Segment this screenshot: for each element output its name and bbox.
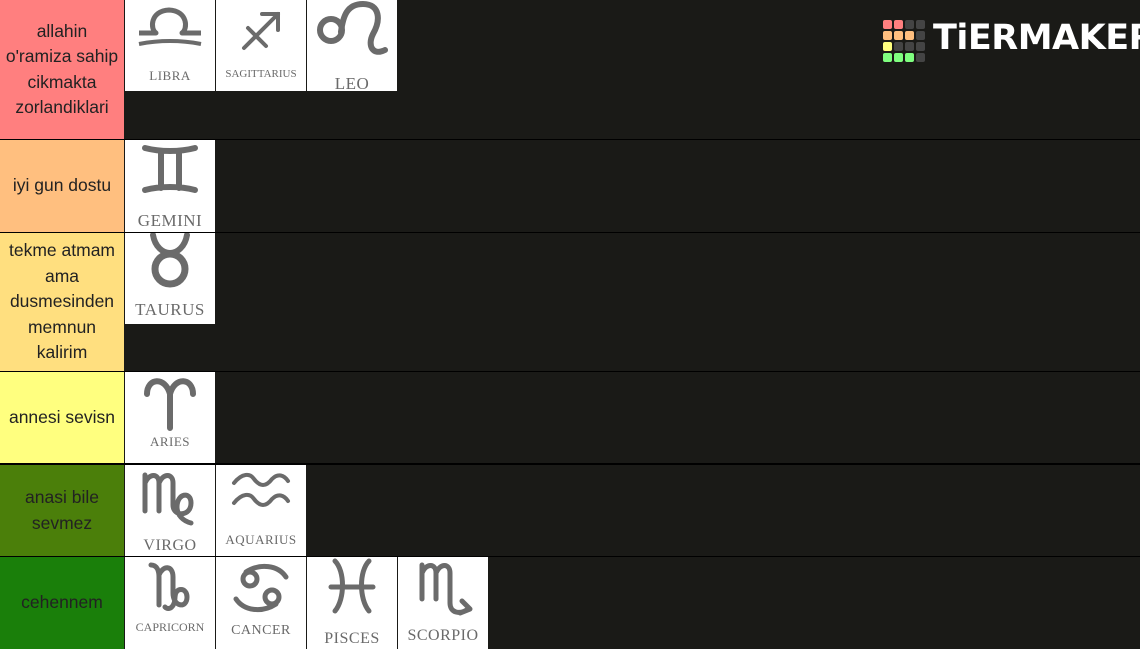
tier-items[interactable]: TAURUS bbox=[125, 233, 1140, 371]
zodiac-name: TAURUS bbox=[135, 300, 205, 319]
zodiac-card[interactable]: SAGITTARIUS bbox=[216, 0, 306, 91]
tier-label[interactable]: tekme atmam ama dusmesinden memnun kalir… bbox=[0, 233, 124, 371]
logo-text: TiERMAKER bbox=[933, 18, 1140, 58]
tier-label[interactable]: anasi bile sevmez bbox=[0, 465, 124, 556]
zodiac-name: ARIES bbox=[149, 434, 191, 449]
tier-items[interactable]: VIRGO AQUARIUS bbox=[125, 465, 1140, 556]
tier-row: tekme atmam ama dusmesinden memnun kalir… bbox=[0, 233, 1140, 371]
zodiac-card[interactable]: GEMINI bbox=[125, 140, 215, 232]
grid-logo-icon bbox=[883, 20, 927, 64]
gemini-icon bbox=[142, 145, 198, 193]
libra-icon bbox=[138, 7, 202, 46]
tier-row: allahin o'ramiza sahip cikmakta zorlandi… bbox=[0, 0, 1140, 139]
tier-label[interactable]: cehennem bbox=[0, 557, 124, 649]
zodiac-name: VIRGO bbox=[143, 537, 197, 554]
zodiac-card[interactable]: PISCES bbox=[307, 557, 397, 649]
scorpio-icon bbox=[419, 562, 473, 616]
tier-items[interactable]: CAPRICORN CANCER PISCES S bbox=[125, 557, 1140, 649]
leo-icon bbox=[317, 0, 388, 55]
zodiac-name: PISCES bbox=[324, 630, 380, 647]
zodiac-name: SCORPIO bbox=[407, 627, 479, 644]
tier-row: annesi sevisn ARIES bbox=[0, 372, 1140, 463]
zodiac-name: LEO bbox=[334, 74, 370, 91]
aquarius-icon bbox=[232, 472, 290, 507]
tier-row: iyi gun dostu GEMINI bbox=[0, 140, 1140, 232]
tiermaker-logo[interactable]: TiERMAKER bbox=[883, 18, 1140, 64]
zodiac-card[interactable]: TAURUS bbox=[125, 233, 215, 324]
aries-icon bbox=[144, 378, 196, 431]
zodiac-card[interactable]: LEO bbox=[307, 0, 397, 91]
tier-items[interactable]: ARIES bbox=[125, 372, 1140, 463]
pisces-icon bbox=[328, 558, 376, 614]
tier-label[interactable]: iyi gun dostu bbox=[0, 140, 124, 232]
zodiac-card[interactable]: VIRGO bbox=[125, 465, 215, 556]
taurus-icon bbox=[150, 233, 190, 288]
zodiac-name: LIBRA bbox=[149, 68, 191, 83]
tier-row: anasi bile sevmez VIRGO AQUARIUS bbox=[0, 465, 1140, 556]
tier-row: cehennem CAPRICORN CANCER P bbox=[0, 557, 1140, 649]
zodiac-card[interactable]: CAPRICORN bbox=[125, 557, 215, 649]
zodiac-name: GEMINI bbox=[137, 211, 203, 230]
tier-label[interactable]: allahin o'ramiza sahip cikmakta zorlandi… bbox=[0, 0, 124, 139]
zodiac-card[interactable]: LIBRA bbox=[125, 0, 215, 91]
zodiac-card[interactable]: AQUARIUS bbox=[216, 465, 306, 556]
tier-label[interactable]: annesi sevisn bbox=[0, 372, 124, 463]
sagittarius-icon bbox=[242, 12, 280, 50]
tier-items[interactable]: GEMINI bbox=[125, 140, 1140, 232]
virgo-icon bbox=[142, 472, 194, 526]
zodiac-card[interactable]: CANCER bbox=[216, 557, 306, 649]
zodiac-name: SAGITTARIUS bbox=[225, 68, 297, 80]
zodiac-name: CAPRICORN bbox=[135, 620, 205, 634]
zodiac-name: CANCER bbox=[231, 623, 291, 638]
cancer-icon bbox=[233, 563, 289, 613]
tier-items[interactable]: LIBRA SAGITTARIUS LEO bbox=[125, 0, 1140, 139]
zodiac-card[interactable]: SCORPIO bbox=[398, 557, 488, 649]
zodiac-card[interactable]: ARIES bbox=[125, 372, 215, 463]
capricorn-icon bbox=[148, 562, 190, 611]
zodiac-name: AQUARIUS bbox=[225, 532, 297, 547]
